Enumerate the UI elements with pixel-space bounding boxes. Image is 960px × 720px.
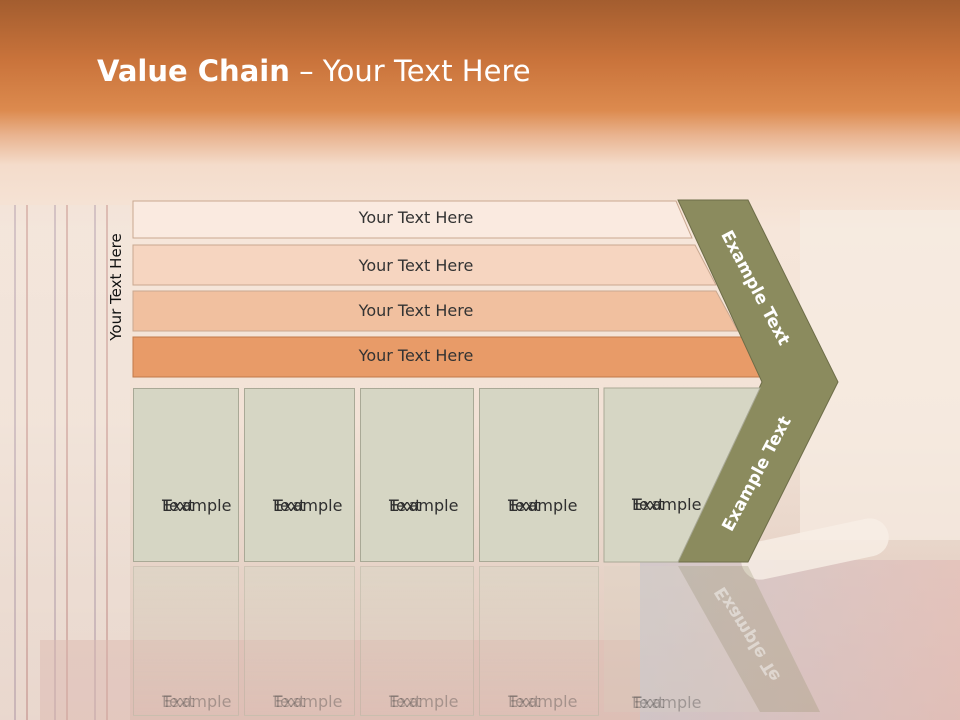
box-2-reflection-line2: Text — [273, 692, 306, 711]
box-1-reflection-line2: Text — [162, 692, 195, 711]
band-2 — [132, 244, 717, 286]
band-1-label: Your Text Here — [358, 208, 474, 227]
slide-title: Value Chain – Your Text Here — [97, 54, 531, 88]
box-5-shape — [603, 387, 761, 563]
band-2-label: Your Text Here — [358, 256, 474, 275]
box-5-line2: Text — [632, 495, 665, 514]
band-3-label: Your Text Here — [358, 301, 474, 320]
box-4-line1: Example — [508, 496, 578, 515]
box-3-line1: Example — [389, 496, 459, 515]
box-2-line2: Text — [273, 496, 306, 515]
box-1-line1: Example — [162, 496, 232, 515]
box-5-reflection-shape — [604, 566, 760, 712]
box-3-reflection-line2: Text — [389, 692, 422, 711]
title-bold: Value Chain — [97, 54, 290, 88]
band-1 — [132, 200, 693, 239]
box-5-line1: Example — [632, 495, 702, 514]
chevron-arrow — [677, 199, 839, 563]
background-shirt — [40, 640, 640, 720]
background-pillow — [0, 205, 130, 720]
box-2-line1: Example — [273, 496, 343, 515]
title-rest: – Your Text Here — [289, 54, 531, 88]
box-3-line2: Text — [389, 496, 422, 515]
band-4-label: Your Text Here — [358, 346, 474, 365]
box-5-reflection-line2: Text — [632, 693, 665, 712]
box-4-line2: Text — [508, 496, 541, 515]
box-1-line2: Text — [162, 496, 195, 515]
background-blanket — [640, 560, 960, 720]
box-4-reflection-line2: Text — [508, 692, 541, 711]
chevron-reflection — [678, 566, 820, 712]
